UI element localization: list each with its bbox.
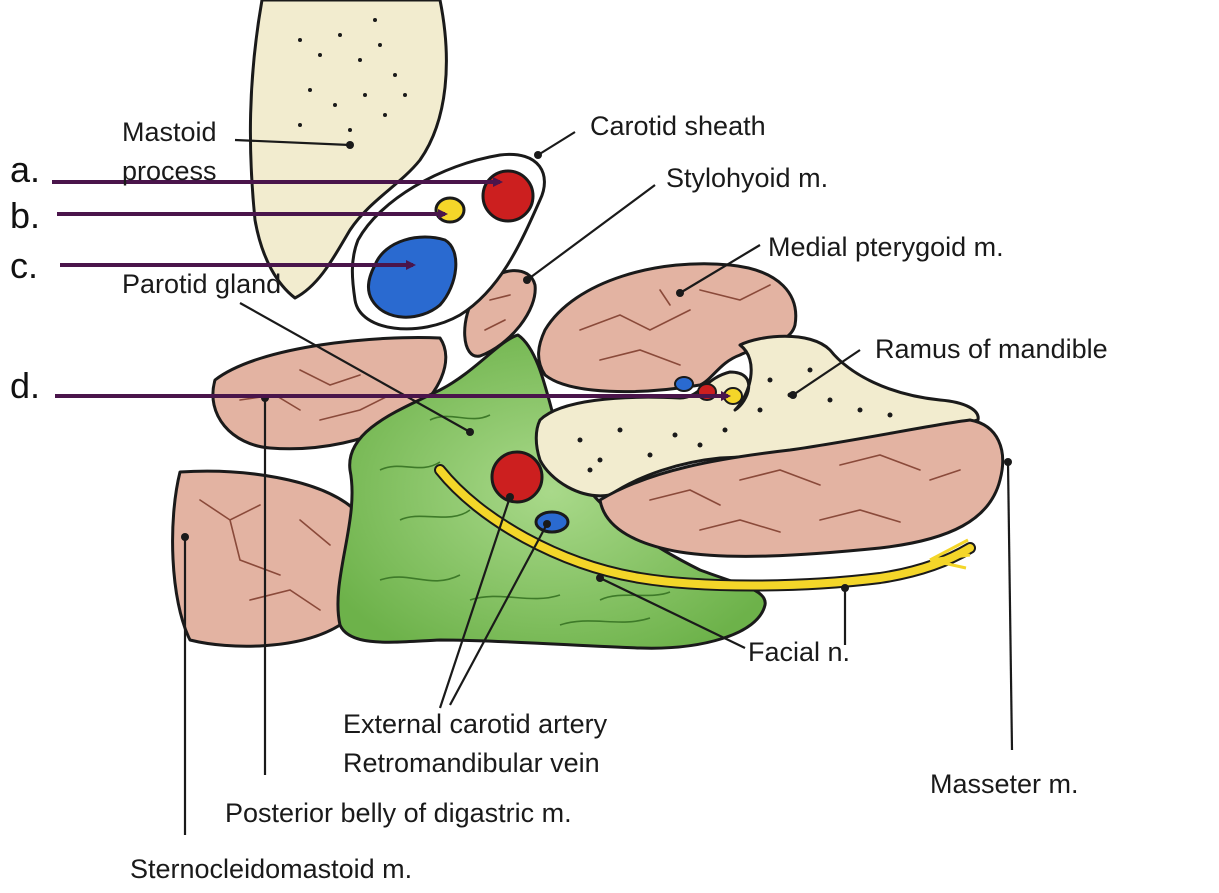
external-carotid-artery — [492, 452, 542, 502]
letter-c: c. — [10, 245, 38, 286]
label-carotid-sheath: Carotid sheath — [590, 111, 766, 141]
internal-carotid-artery — [483, 171, 533, 221]
vagus-nerve — [436, 198, 464, 222]
label-external-carotid: External carotid artery — [343, 709, 608, 739]
letter-d: d. — [10, 365, 40, 406]
label-ramus: Ramus of mandible — [875, 334, 1108, 364]
label-parotid: Parotid gland — [122, 269, 281, 299]
inferior-alveolar-vein — [675, 377, 693, 391]
label-sternocleidomastoid: Sternocleidomastoid m. — [130, 854, 412, 884]
label-facial-nerve: Facial n. — [748, 637, 850, 667]
letter-a: a. — [10, 149, 40, 190]
label-medial-pterygoid: Medial pterygoid m. — [768, 232, 1004, 262]
label-mastoid-line2: process — [122, 156, 217, 186]
label-masseter: Masseter m. — [930, 769, 1079, 799]
letter-b: b. — [10, 195, 40, 236]
label-stylohyoid: Stylohyoid m. — [666, 163, 828, 193]
label-retromandibular: Retromandibular vein — [343, 748, 600, 778]
label-posterior-belly: Posterior belly of digastric m. — [225, 798, 572, 828]
retromandibular-vein — [536, 512, 568, 532]
label-mastoid-line1: Mastoid — [122, 117, 217, 147]
